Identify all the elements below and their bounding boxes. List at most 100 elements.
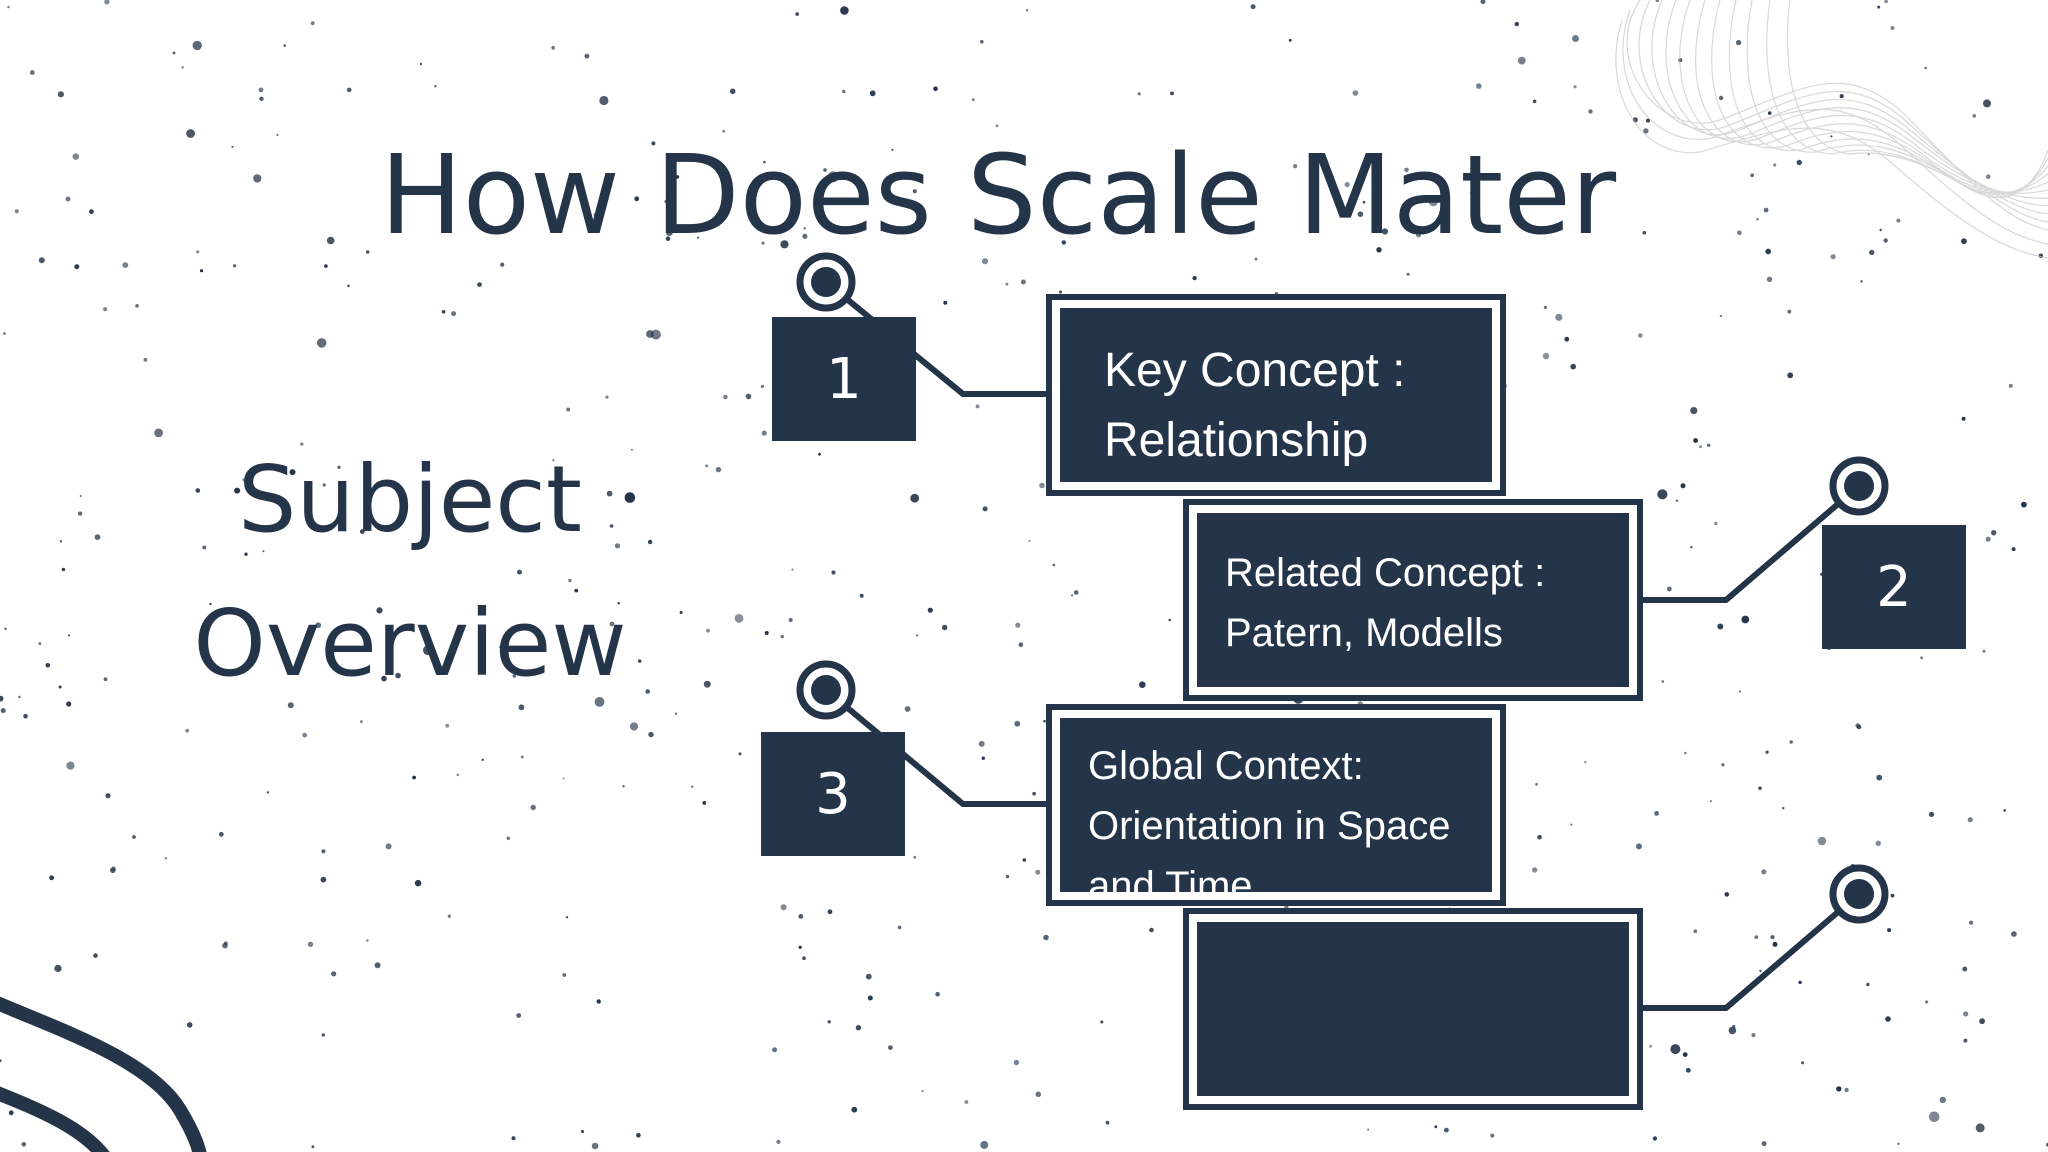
speckle-dot	[1763, 207, 1769, 213]
speckle-dot	[647, 539, 653, 545]
speckle-dot	[1761, 869, 1767, 875]
speckle-dot	[1756, 217, 1759, 221]
speckle-dot	[164, 857, 168, 860]
speckle-dot	[1205, 201, 1211, 207]
speckle-dot	[1928, 811, 1935, 818]
speckle-dot	[1718, 95, 1724, 101]
speckle-dot	[1357, 211, 1364, 217]
speckle-dot	[624, 492, 636, 503]
speckle-dot	[516, 1013, 522, 1018]
speckle-dot	[68, 634, 70, 637]
speckle-dot	[1362, 200, 1366, 204]
concept-card-3: Global Context: Orientation in Space and…	[1046, 704, 1506, 906]
speckle-dot	[1032, 791, 1036, 796]
speckle-dot	[761, 430, 767, 436]
speckle-dot	[1052, 563, 1056, 567]
speckle-dot	[675, 175, 680, 179]
speckle-dot	[729, 88, 736, 95]
speckle-dot	[1657, 489, 1668, 500]
speckle-dot	[311, 1145, 315, 1149]
speckle-dot	[599, 95, 609, 106]
speckle-dot	[1741, 615, 1750, 624]
speckle-dot	[1856, 724, 1862, 730]
speckle-dot	[499, 645, 502, 648]
speckle-dot	[1444, 1127, 1449, 1133]
speckle-dot	[827, 909, 833, 915]
speckle-dot	[1765, 750, 1769, 754]
speckle-dot	[606, 490, 613, 497]
speckle-dot	[1719, 314, 1723, 318]
speckle-dot	[1367, 1128, 1370, 1131]
speckle-dot	[1798, 980, 1802, 985]
speckle-dot	[89, 209, 94, 215]
speckle-dot	[374, 962, 381, 969]
speckle-dot	[745, 393, 752, 400]
speckle-dot	[1035, 1091, 1042, 1098]
speckle-dot	[1876, 774, 1883, 781]
speckle-dot	[135, 304, 140, 308]
speckle-dot	[1961, 238, 1967, 245]
speckle-dot	[38, 642, 42, 646]
speckle-dot	[1925, 1000, 1929, 1004]
speckle-dot	[971, 98, 975, 102]
speckle-dot	[1018, 642, 1024, 647]
speckle-dot	[1100, 1020, 1104, 1024]
speckle-dot	[1013, 1059, 1020, 1066]
speckle-dot	[1168, 618, 1171, 622]
speckle-dot	[1655, 0, 1660, 3]
speckle-dot	[1061, 240, 1067, 245]
speckle-dot	[1020, 279, 1026, 285]
speckle-dot	[1751, 1033, 1756, 1038]
speckle-dot	[94, 534, 101, 540]
speckle-dot	[981, 258, 989, 265]
speckle-dot	[1877, 5, 1881, 9]
speckle-dot	[1817, 836, 1827, 846]
speckle-dot	[1039, 482, 1045, 489]
speckle-dot	[315, 622, 322, 629]
speckle-dot	[253, 174, 262, 183]
speckle-dot	[1896, 218, 1901, 223]
slide-title: How Does Scale Mater	[380, 131, 1617, 259]
speckle-dot	[942, 624, 948, 631]
speckle-dot	[520, 755, 524, 759]
speckle-dot	[79, 495, 82, 497]
card-3-line-1: Global Context:	[1088, 744, 1364, 788]
speckle-dot	[703, 680, 711, 688]
speckle-dot	[49, 875, 54, 881]
speckle-dot	[1428, 197, 1438, 207]
speckle-dot	[65, 196, 71, 202]
connector-3	[824, 687, 1046, 807]
speckle-dot	[1570, 823, 1573, 826]
speckle-dot	[1767, 111, 1772, 115]
speckle-dot	[266, 791, 269, 794]
speckle-dot	[1137, 92, 1141, 96]
speckle-dot	[186, 129, 196, 138]
connector-2	[1643, 483, 1861, 603]
speckle-dot	[500, 262, 505, 267]
speckle-dot	[1638, 333, 1643, 338]
speckle-dot	[1139, 681, 1146, 688]
speckle-dot	[518, 704, 525, 711]
speckle-dot	[1476, 83, 1482, 89]
speckle-dot	[823, 168, 827, 172]
speckle-dot	[7, 5, 10, 9]
speckle-dot	[935, 991, 940, 997]
speckle-dot	[584, 53, 590, 59]
speckle-dot	[262, 550, 265, 553]
speckle-dot	[517, 569, 522, 575]
speckle-dot	[1836, 1086, 1842, 1092]
speckle-dot	[93, 953, 98, 958]
speckle-dot	[593, 213, 597, 216]
speckle-dot	[412, 775, 416, 780]
speckle-dot	[1344, 182, 1350, 188]
speckle-dot	[1535, 782, 1538, 786]
speckle-dot	[1770, 935, 1775, 940]
speckle-dot	[921, 1089, 924, 1093]
speckle-dot	[1381, 228, 1388, 235]
speckle-dot	[18, 695, 21, 699]
speckle-dot	[1721, 763, 1725, 767]
speckle-dot	[1149, 927, 1154, 933]
speckle-dot	[594, 697, 605, 707]
speckle-dot	[259, 96, 264, 102]
